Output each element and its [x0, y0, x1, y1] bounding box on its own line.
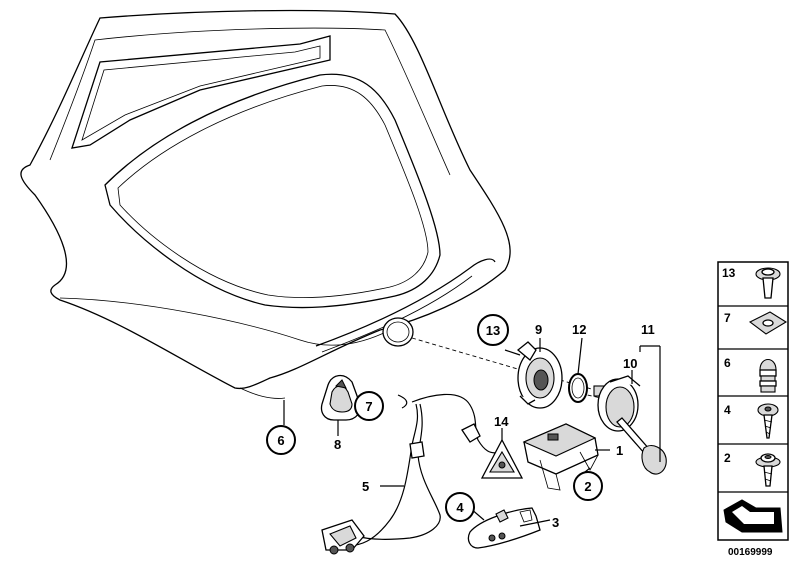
callout-10: 10: [623, 356, 637, 371]
callouts: 1 2 3 4 5 6 7 8 9 10 11 12 13 14: [266, 314, 655, 530]
callout-6: 6: [277, 433, 284, 448]
tailgate-lid: [20, 9, 511, 399]
callout-6-circle: [266, 425, 296, 455]
rubber-buffer-icon: [759, 358, 777, 393]
callout-7: 7: [365, 399, 372, 414]
bowden-cable: [321, 393, 501, 555]
legend-number-4: 4: [724, 403, 731, 417]
legend-number-2: 2: [724, 451, 731, 465]
callout-5: 5: [362, 479, 369, 494]
callout-13: 13: [486, 323, 500, 338]
lock-housing: [516, 341, 563, 409]
callout-12: 12: [572, 322, 586, 337]
screw-icon: [757, 403, 779, 439]
tailgate-grommet: [320, 374, 362, 421]
legend-number-13: 13: [722, 266, 736, 280]
legend-number-6: 6: [724, 356, 731, 370]
callout-7-circle: [354, 391, 384, 421]
callout-13-circle: [477, 314, 509, 346]
collar-screw-icon: [755, 453, 781, 487]
expanding-rivet-icon: [755, 267, 781, 299]
callout-1: 1: [616, 443, 623, 458]
small-parts-legend: 13 7 6 4: [717, 261, 789, 541]
tailgate-handle: [467, 507, 541, 549]
callout-2-circle: [573, 471, 603, 501]
callout-11: 11: [641, 322, 655, 337]
clip-plate-icon: [748, 311, 788, 335]
callout-14: 14: [494, 414, 509, 429]
callout-4-circle: [445, 492, 475, 522]
callout-2: 2: [584, 479, 591, 494]
key: [616, 417, 667, 475]
callout-3: 3: [552, 515, 559, 530]
lock-cylinder: [593, 375, 641, 432]
lock-actuator: [522, 423, 599, 491]
diagram-reference-number: 00169999: [728, 547, 773, 558]
callout-4: 4: [456, 500, 464, 515]
o-ring: [568, 373, 588, 403]
legend-number-7: 7: [724, 311, 731, 325]
callout-8: 8: [334, 437, 341, 452]
warning-label: [480, 438, 524, 479]
part-symbol-icon: [723, 499, 783, 533]
callout-9: 9: [535, 322, 542, 337]
